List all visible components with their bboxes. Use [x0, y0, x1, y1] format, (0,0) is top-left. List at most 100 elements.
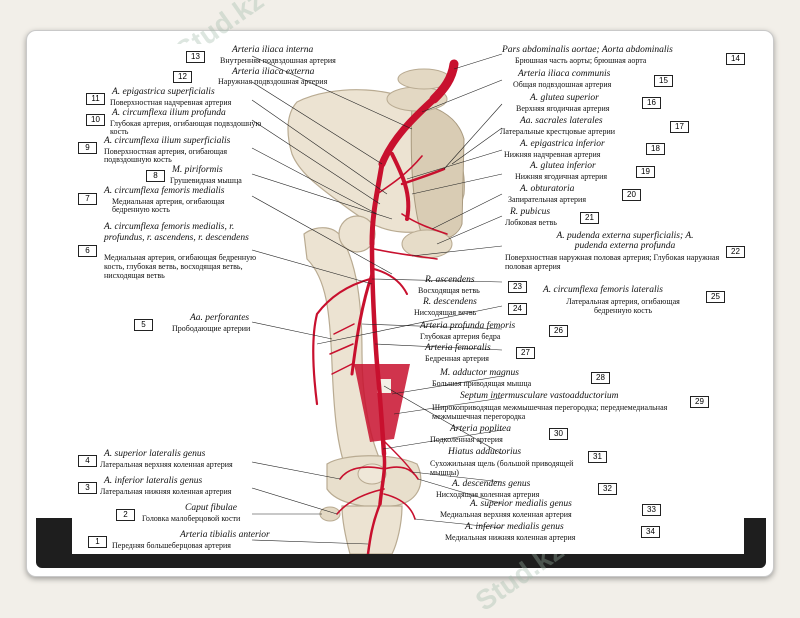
- label-latin: A. circumflexa femoris lateralis: [543, 285, 663, 295]
- leader-lines-right: [316, 53, 503, 529]
- label-latin: A. glutea inferior: [530, 161, 596, 171]
- label-russian: Поверхностная артерия, огибающая подвздо…: [104, 147, 228, 164]
- label-latin: A. circumflexa ilium profunda: [112, 108, 226, 118]
- label-latin: Arteria iliaca externa: [232, 67, 315, 77]
- descendens-genus: [381, 438, 415, 475]
- label-number: 26: [549, 325, 568, 337]
- poplitea: [378, 452, 387, 506]
- label-number: 2: [116, 509, 135, 521]
- genus-branches: [336, 466, 419, 520]
- label-number: 10: [86, 114, 105, 126]
- label-number: 22: [726, 246, 745, 258]
- label-russian: Верхняя ягодичная артерия: [516, 104, 610, 113]
- label-latin: A. descendens genus: [452, 479, 531, 489]
- label-number: 23: [508, 281, 527, 293]
- label-number: 31: [588, 451, 607, 463]
- label-russian: Подколенная артерия: [430, 435, 503, 444]
- label-number: 14: [726, 53, 745, 65]
- label-russian: Медиальная нижняя коленная артерия: [445, 533, 576, 542]
- label-russian: Нижняя надчревная артерия: [504, 150, 601, 159]
- label-latin: Arteria iliaca communis: [518, 69, 611, 79]
- circumflexa-lateralis: [312, 277, 372, 406]
- label-number: 32: [598, 483, 617, 495]
- label-russian: Головка малоберцовой кости: [142, 514, 241, 523]
- label-number: 3: [78, 482, 97, 494]
- label-latin: Aa. sacrales laterales: [520, 116, 603, 126]
- label-russian: Медиальная верхняя коленная артерия: [440, 510, 572, 519]
- label-number: 24: [508, 303, 527, 315]
- label-russian: Большая приводящая мышца: [432, 379, 532, 388]
- label-russian: Общая подвздошная артерия: [513, 80, 612, 89]
- label-latin: A. inferior lateralis genus: [104, 476, 203, 486]
- femoral-head: [338, 215, 376, 253]
- patella-bone: [357, 463, 387, 485]
- label-latin: Arteria tibialis anterior: [180, 530, 270, 540]
- label-latin: M. adductor magnus: [440, 368, 519, 378]
- label-russian: Прободающие артерии: [172, 324, 251, 333]
- label-latin: Arteria femoralis: [425, 343, 491, 353]
- label-number: 15: [654, 75, 673, 87]
- profunda-femoris: [350, 272, 374, 376]
- label-russian: Наружная подвздошная артерия: [218, 77, 328, 86]
- pubis-bone: [401, 229, 453, 259]
- label-russian: Бедренная артерия: [425, 354, 489, 363]
- label-number: 5: [134, 319, 153, 331]
- label-latin: Arteria poplitea: [450, 424, 511, 434]
- anatomy-illustration: [251, 53, 503, 554]
- iliaca-externa: [369, 161, 385, 247]
- label-latin: R. descendens: [423, 297, 477, 307]
- label-number: 28: [591, 372, 610, 384]
- pudenda-externa: [373, 248, 438, 260]
- label-russian: Брюшная часть аорты; брюшная аорта: [515, 56, 647, 65]
- label-russian: Нисходящая коленная артерия: [436, 490, 540, 499]
- glutea-superior: [400, 167, 446, 186]
- label-russian: Широкоприводящая межмышечная перегородка…: [432, 403, 668, 421]
- label-number: 27: [516, 347, 535, 359]
- label-latin: A. circumflexa femoris medialis, r. prof…: [104, 222, 249, 243]
- label-russian: Латеральная нижняя коленная артерия: [100, 487, 232, 496]
- label-russian: Глубокая артерия, огибающая подвздошную …: [110, 119, 262, 136]
- label-latin: A. obturatoria: [520, 184, 575, 194]
- label-latin: A. circumflexa femoris medialis: [104, 186, 225, 196]
- label-latin: Arteria profunda femoris: [420, 321, 516, 331]
- label-number: 7: [78, 193, 97, 205]
- label-russian: Внутренняя подвздошная артерия: [220, 56, 336, 65]
- label-latin: A. inferior medialis genus: [465, 522, 564, 532]
- label-latin: Aa. perforantes: [190, 313, 250, 323]
- obturatoria: [401, 213, 448, 235]
- label-russian: Лобковая ветвь: [505, 218, 557, 227]
- label-russian: Медиальная артерия, огибающая бедренную …: [104, 253, 257, 280]
- perforantes: [329, 323, 355, 375]
- label-latin: Septum intermusculare vastoadductorium: [460, 391, 619, 401]
- label-number: 33: [642, 504, 661, 516]
- label-latin: A. superior lateralis genus: [104, 449, 206, 459]
- label-russian: Латеральная артерия, огибающая бедренную…: [566, 297, 680, 315]
- label-russian: Нижняя ягодичная артерия: [515, 172, 608, 181]
- label-latin: Hiatus adductorius: [448, 447, 522, 457]
- label-latin: R. pubicus: [510, 207, 551, 217]
- epigastrica-inferior: [376, 155, 423, 195]
- label-number: 16: [642, 97, 661, 109]
- label-russian: Поверхностная надчревная артерия: [110, 98, 232, 107]
- iliaca-interna: [390, 152, 411, 221]
- label-russian: Поверхностная наружная половая артерия; …: [505, 253, 720, 271]
- label-number: 18: [646, 143, 665, 155]
- arteries: [312, 59, 459, 554]
- leader-lines-left: [251, 55, 413, 545]
- label-number: 20: [622, 189, 641, 201]
- label-number: 12: [173, 71, 192, 83]
- label-number: 34: [641, 526, 660, 538]
- label-number: 25: [706, 291, 725, 303]
- label-russian: Нисходящая ветвь: [414, 308, 477, 317]
- label-number: 30: [549, 428, 568, 440]
- femoralis: [369, 241, 387, 457]
- label-latin: R. ascendens: [425, 275, 475, 285]
- label-russian: Грушевидная мышца: [170, 176, 242, 185]
- label-latin: Caput fibulae: [185, 503, 237, 513]
- label-latin: A. pudenda externa superficialis; A. pud…: [556, 231, 694, 251]
- anatomy-figure: [72, 44, 744, 554]
- label-russian: Сухожильная щель (большой приводящей мыш…: [430, 459, 574, 477]
- label-number: 11: [86, 93, 105, 105]
- label-number: 1: [88, 536, 107, 548]
- tibialis-anterior: [366, 502, 382, 554]
